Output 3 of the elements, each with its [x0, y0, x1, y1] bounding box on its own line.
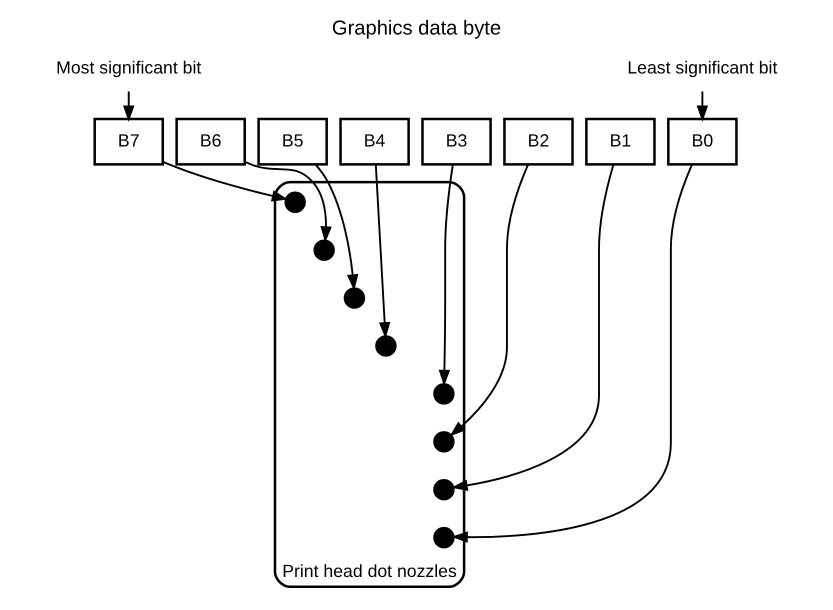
- node-text: Most significant bit: [56, 57, 202, 78]
- node-text: Least significant bit: [627, 57, 778, 78]
- diagram-title: Graphics data byte: [332, 17, 502, 40]
